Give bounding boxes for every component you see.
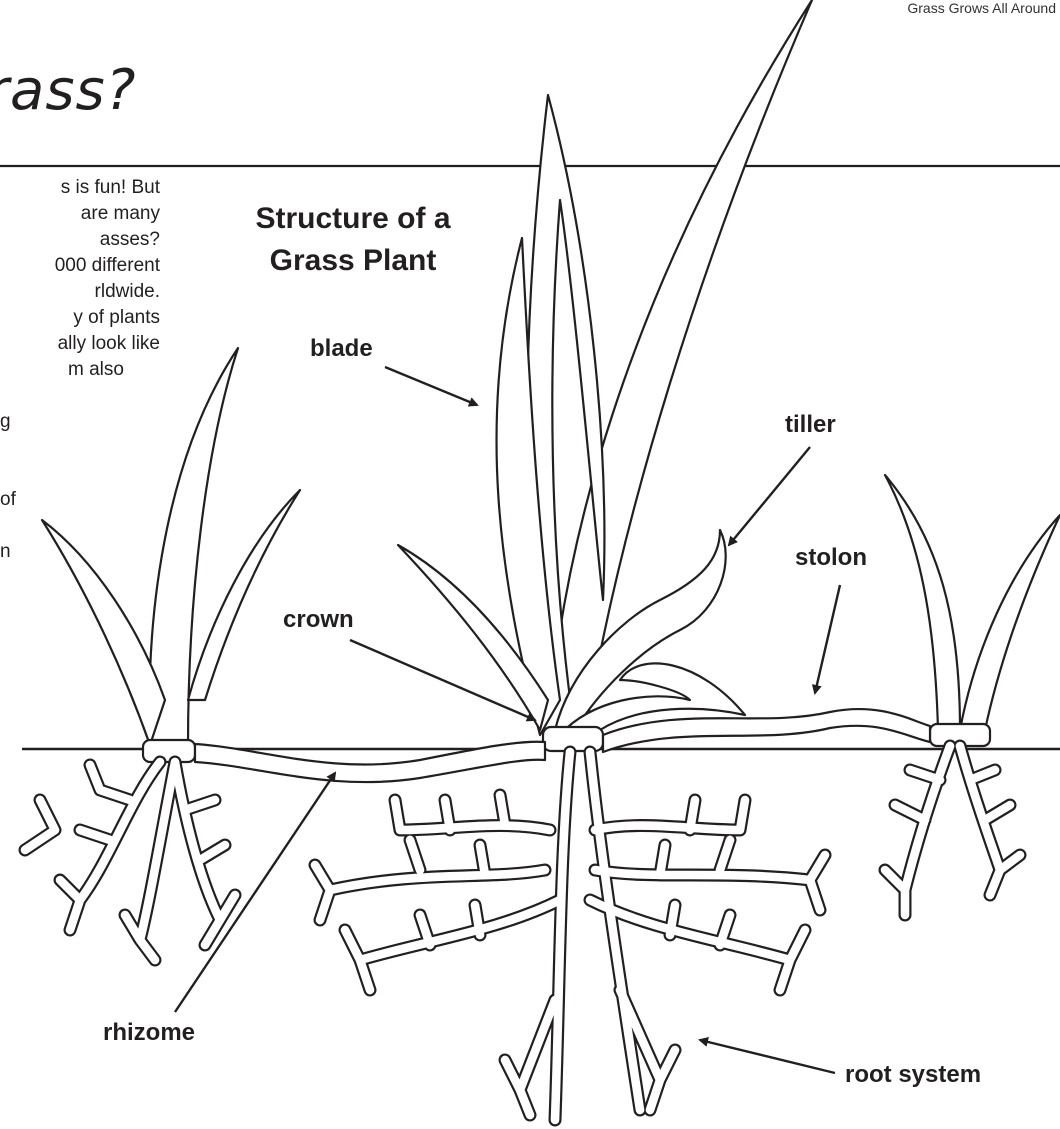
label-rhizome: rhizome [103, 1019, 195, 1046]
label-stolon: stolon [795, 544, 867, 571]
right-grass-plant [885, 475, 1060, 730]
arrow-blade [385, 367, 477, 405]
label-crown: crown [283, 606, 354, 633]
arrow-stolon [815, 585, 840, 693]
left-crown [143, 740, 195, 762]
main-root-system [315, 752, 825, 1120]
diagram-title-line2: Grass Plant [270, 244, 437, 277]
diagram-title-line1: Structure of a [255, 202, 450, 235]
label-blade: blade [310, 335, 373, 362]
arrow-root-system [700, 1040, 835, 1073]
arrow-tiller [729, 447, 810, 545]
left-grass-plant [42, 348, 300, 745]
right-root-system [885, 746, 1020, 915]
label-root-system: root system [845, 1061, 981, 1088]
label-tiller: tiller [785, 411, 836, 438]
main-grass-plant [398, 0, 812, 735]
left-root-system [25, 762, 235, 960]
stolon-stem [603, 709, 930, 752]
